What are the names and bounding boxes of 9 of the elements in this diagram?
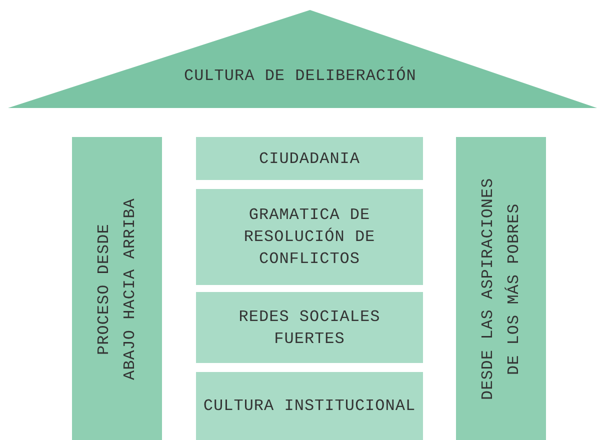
layer-block: CIUDADANIA: [196, 137, 423, 180]
layer-block: REDES SOCIALES FUERTES: [196, 292, 423, 363]
layer-block: CULTURA INSTITUCIONAL: [196, 372, 423, 440]
pillar: [456, 137, 546, 440]
roof-label: CULTURA DE DELIBERACIÓN: [184, 67, 416, 85]
pillar-label: PROCESO DESDE ABAJO HACIA ARRIBA: [94, 196, 140, 382]
pillar-label: DESDE LAS ASPIRACIONES DE LOS MÁS POBRES: [478, 176, 524, 402]
layer-block: GRAMATICA DE RESOLUCIÓN DE CONFLICTOS: [196, 189, 423, 285]
pillar: [72, 137, 162, 440]
